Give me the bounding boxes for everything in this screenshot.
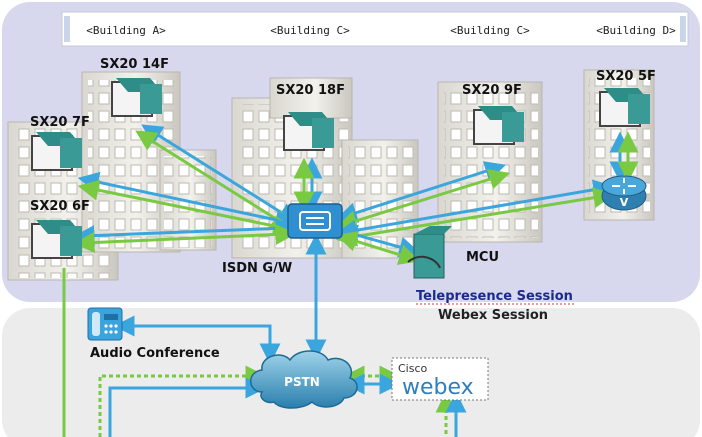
building-a-tag: <Building A>: [86, 24, 166, 37]
endpoint-device-5f: [599, 88, 650, 127]
building-c-tag: <Building C>: [270, 24, 350, 37]
endpoint-label-6f: SX20 6F: [30, 199, 90, 214]
endpoint-label-14f: SX20 14F: [100, 57, 169, 72]
mcu-icon: [407, 226, 452, 279]
audio-conference-label: Audio Conference: [90, 346, 220, 361]
endpoint-label-5f: SX20 5F: [596, 69, 656, 84]
endpoint-label-18f: SX20 18F: [276, 83, 345, 98]
building-d-tag: <Building D>: [596, 24, 676, 37]
router-icon: V: [601, 175, 647, 211]
endpoint-device-14f: [111, 78, 162, 117]
pstn-label: PSTN: [284, 375, 320, 389]
endpoint-label-9f: SX20 9F: [462, 83, 522, 98]
endpoint-device-9f: [473, 106, 524, 145]
building-header: <Building A> <Building C> <Building C> <…: [61, 11, 689, 47]
isdn-gateway-label: ISDN G/W: [222, 261, 292, 276]
endpoint-device-7f: [31, 132, 82, 171]
webex-session-label: Webex Session: [438, 308, 548, 323]
endpoint-label-7f: SX20 7F: [30, 115, 90, 130]
phone-icon: [87, 307, 123, 341]
endpoint-device-6f: [31, 220, 82, 259]
session-links: [62, 124, 639, 437]
pstn-cloud-icon: PSTN: [250, 350, 358, 409]
endpoint-device-18f: [283, 112, 334, 151]
webex-brand: webex: [402, 375, 474, 400]
router-glyph: V: [620, 196, 629, 209]
building-c-tag-2: <Building C>: [450, 24, 530, 37]
telepresence-session-label: Telepresence Session: [416, 289, 573, 304]
webex-logo: Cisco webex: [391, 357, 489, 401]
webex-brand-small: Cisco: [398, 362, 428, 375]
mcu-label: MCU: [466, 250, 499, 265]
isdn-gateway-icon: [287, 203, 343, 239]
